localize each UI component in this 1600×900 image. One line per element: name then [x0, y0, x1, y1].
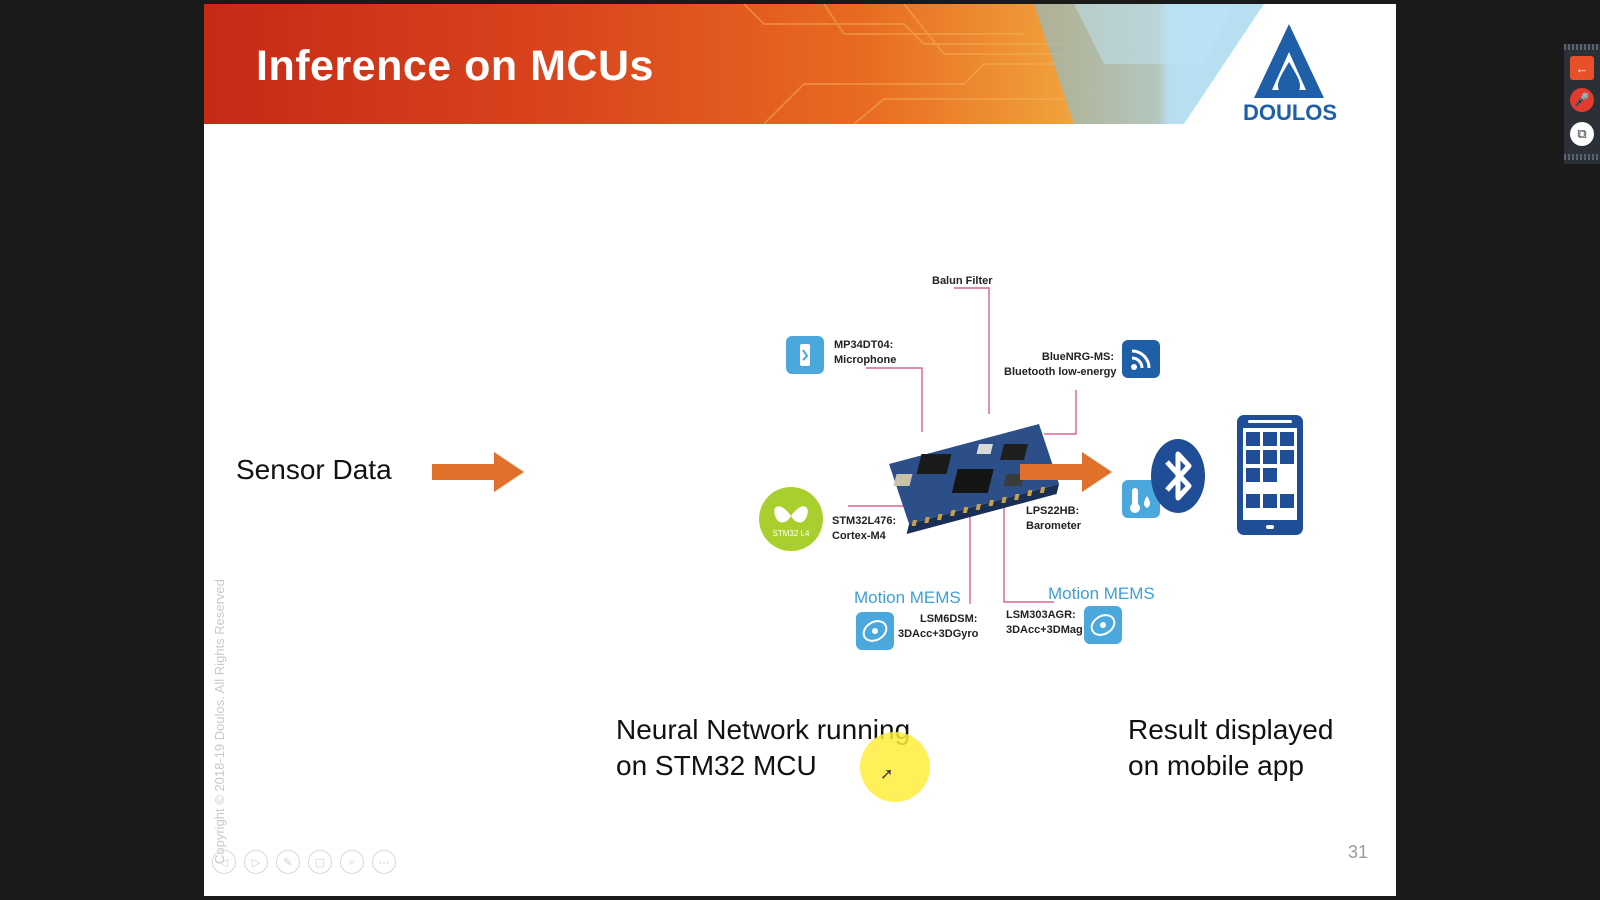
mcu-part: STM32L476: — [832, 515, 897, 527]
cursor-highlight — [860, 732, 930, 802]
mcu-label: STM32L476: Cortex-M4 — [832, 514, 896, 544]
ble-desc: Bluetooth low-energy — [1004, 366, 1117, 378]
slideshow-controls: ◁ ▷ ✎ ▢ ⌕ ⋯ — [212, 850, 396, 874]
mems-left-label: LSM6DSM: 3DAcc+3DGyro — [898, 612, 978, 642]
barometer-label: LPS22HB: Barometer — [1026, 504, 1081, 534]
exit-share-button[interactable]: ← — [1570, 56, 1594, 80]
screen-share-button[interactable]: ⧉ — [1570, 122, 1594, 146]
microphone-label: MP34DT04: Microphone — [834, 338, 896, 368]
ble-label: BlueNRG-MS: Bluetooth low-energy — [1004, 350, 1117, 380]
mems-right-part: LSM303AGR: — [1006, 609, 1076, 621]
result-label: Result displayed on mobile app — [1128, 712, 1333, 784]
panel-grip-bottom — [1564, 154, 1600, 160]
logo-text: DOULOS — [1242, 100, 1338, 124]
mems-left-part: LSM6DSM: — [920, 613, 978, 625]
stm32-badge-text: STM32 L4 — [773, 529, 810, 538]
mcu-desc: Cortex-M4 — [832, 530, 886, 542]
mems-right-desc: 3DAcc+3DMag — [1006, 624, 1083, 636]
motion-sensor-right-icon — [1084, 606, 1122, 644]
see-all-slides-button[interactable]: ▢ — [308, 850, 332, 874]
meeting-side-panel: ← 🎤 ⧉ — [1564, 44, 1600, 164]
mic-part: MP34DT04: — [834, 339, 894, 351]
microphone-button[interactable]: 🎤 — [1570, 88, 1594, 112]
stm32-butterfly-icon: STM32 L4 — [759, 487, 823, 551]
microphone-icon — [786, 336, 824, 374]
presentation-slide: Inference on MCUs DOULOS Sensor Data — [204, 4, 1396, 896]
motion-mems-left-title: Motion MEMS — [854, 588, 961, 607]
neural-network-label: Neural Network running on STM32 MCU — [616, 712, 910, 784]
mic-desc: Microphone — [834, 354, 897, 366]
ble-part: BlueNRG-MS: — [1041, 351, 1114, 363]
copyright-notice: Copyright © 2018-19 Doulos. All Rights R… — [212, 579, 227, 864]
panel-grip-top — [1564, 44, 1600, 50]
motion-sensor-left-icon — [856, 612, 894, 650]
baro-part: LPS22HB: — [1026, 505, 1080, 517]
nn-line-1: Neural Network running — [616, 714, 911, 745]
next-slide-button[interactable]: ▷ — [244, 850, 268, 874]
mobile-phone-icon — [1237, 415, 1303, 535]
balun-filter-label: Balun Filter — [932, 275, 993, 287]
result-line-2: on mobile app — [1128, 750, 1304, 781]
rss-icon — [1122, 340, 1160, 378]
right-arrow-icon — [1020, 452, 1112, 492]
slide-title: Inference on MCUs — [256, 42, 654, 90]
motion-mems-right-title: Motion MEMS — [1048, 584, 1155, 603]
bluetooth-icon — [1151, 439, 1205, 513]
diagram-leader-lines — [848, 287, 1077, 604]
nn-line-2: on STM32 MCU — [616, 750, 817, 781]
mouse-pointer-icon: ➚ — [880, 766, 894, 783]
barometer-icon — [1122, 480, 1160, 518]
mems-left-desc: 3DAcc+3DGyro — [898, 628, 979, 640]
doulos-logo — [1254, 24, 1324, 98]
zoom-button[interactable]: ⌕ — [340, 850, 364, 874]
page-number: 31 — [1347, 842, 1368, 862]
previous-slide-button[interactable]: ◁ — [212, 850, 236, 874]
result-line-1: Result displayed — [1128, 714, 1334, 745]
mems-right-label: LSM303AGR: 3DAcc+3DMag — [1006, 608, 1083, 638]
more-options-button[interactable]: ⋯ — [372, 850, 396, 874]
pen-tool-button[interactable]: ✎ — [276, 850, 300, 874]
baro-desc: Barometer — [1026, 520, 1082, 532]
right-arrow-icon — [432, 452, 524, 492]
sensor-data-label: Sensor Data — [236, 454, 392, 485]
sensortile-diagram: Balun Filter MP34DT04: Microphone BlueNR… — [759, 274, 1194, 664]
slide-banner: Inference on MCUs DOULOS — [204, 4, 1396, 124]
